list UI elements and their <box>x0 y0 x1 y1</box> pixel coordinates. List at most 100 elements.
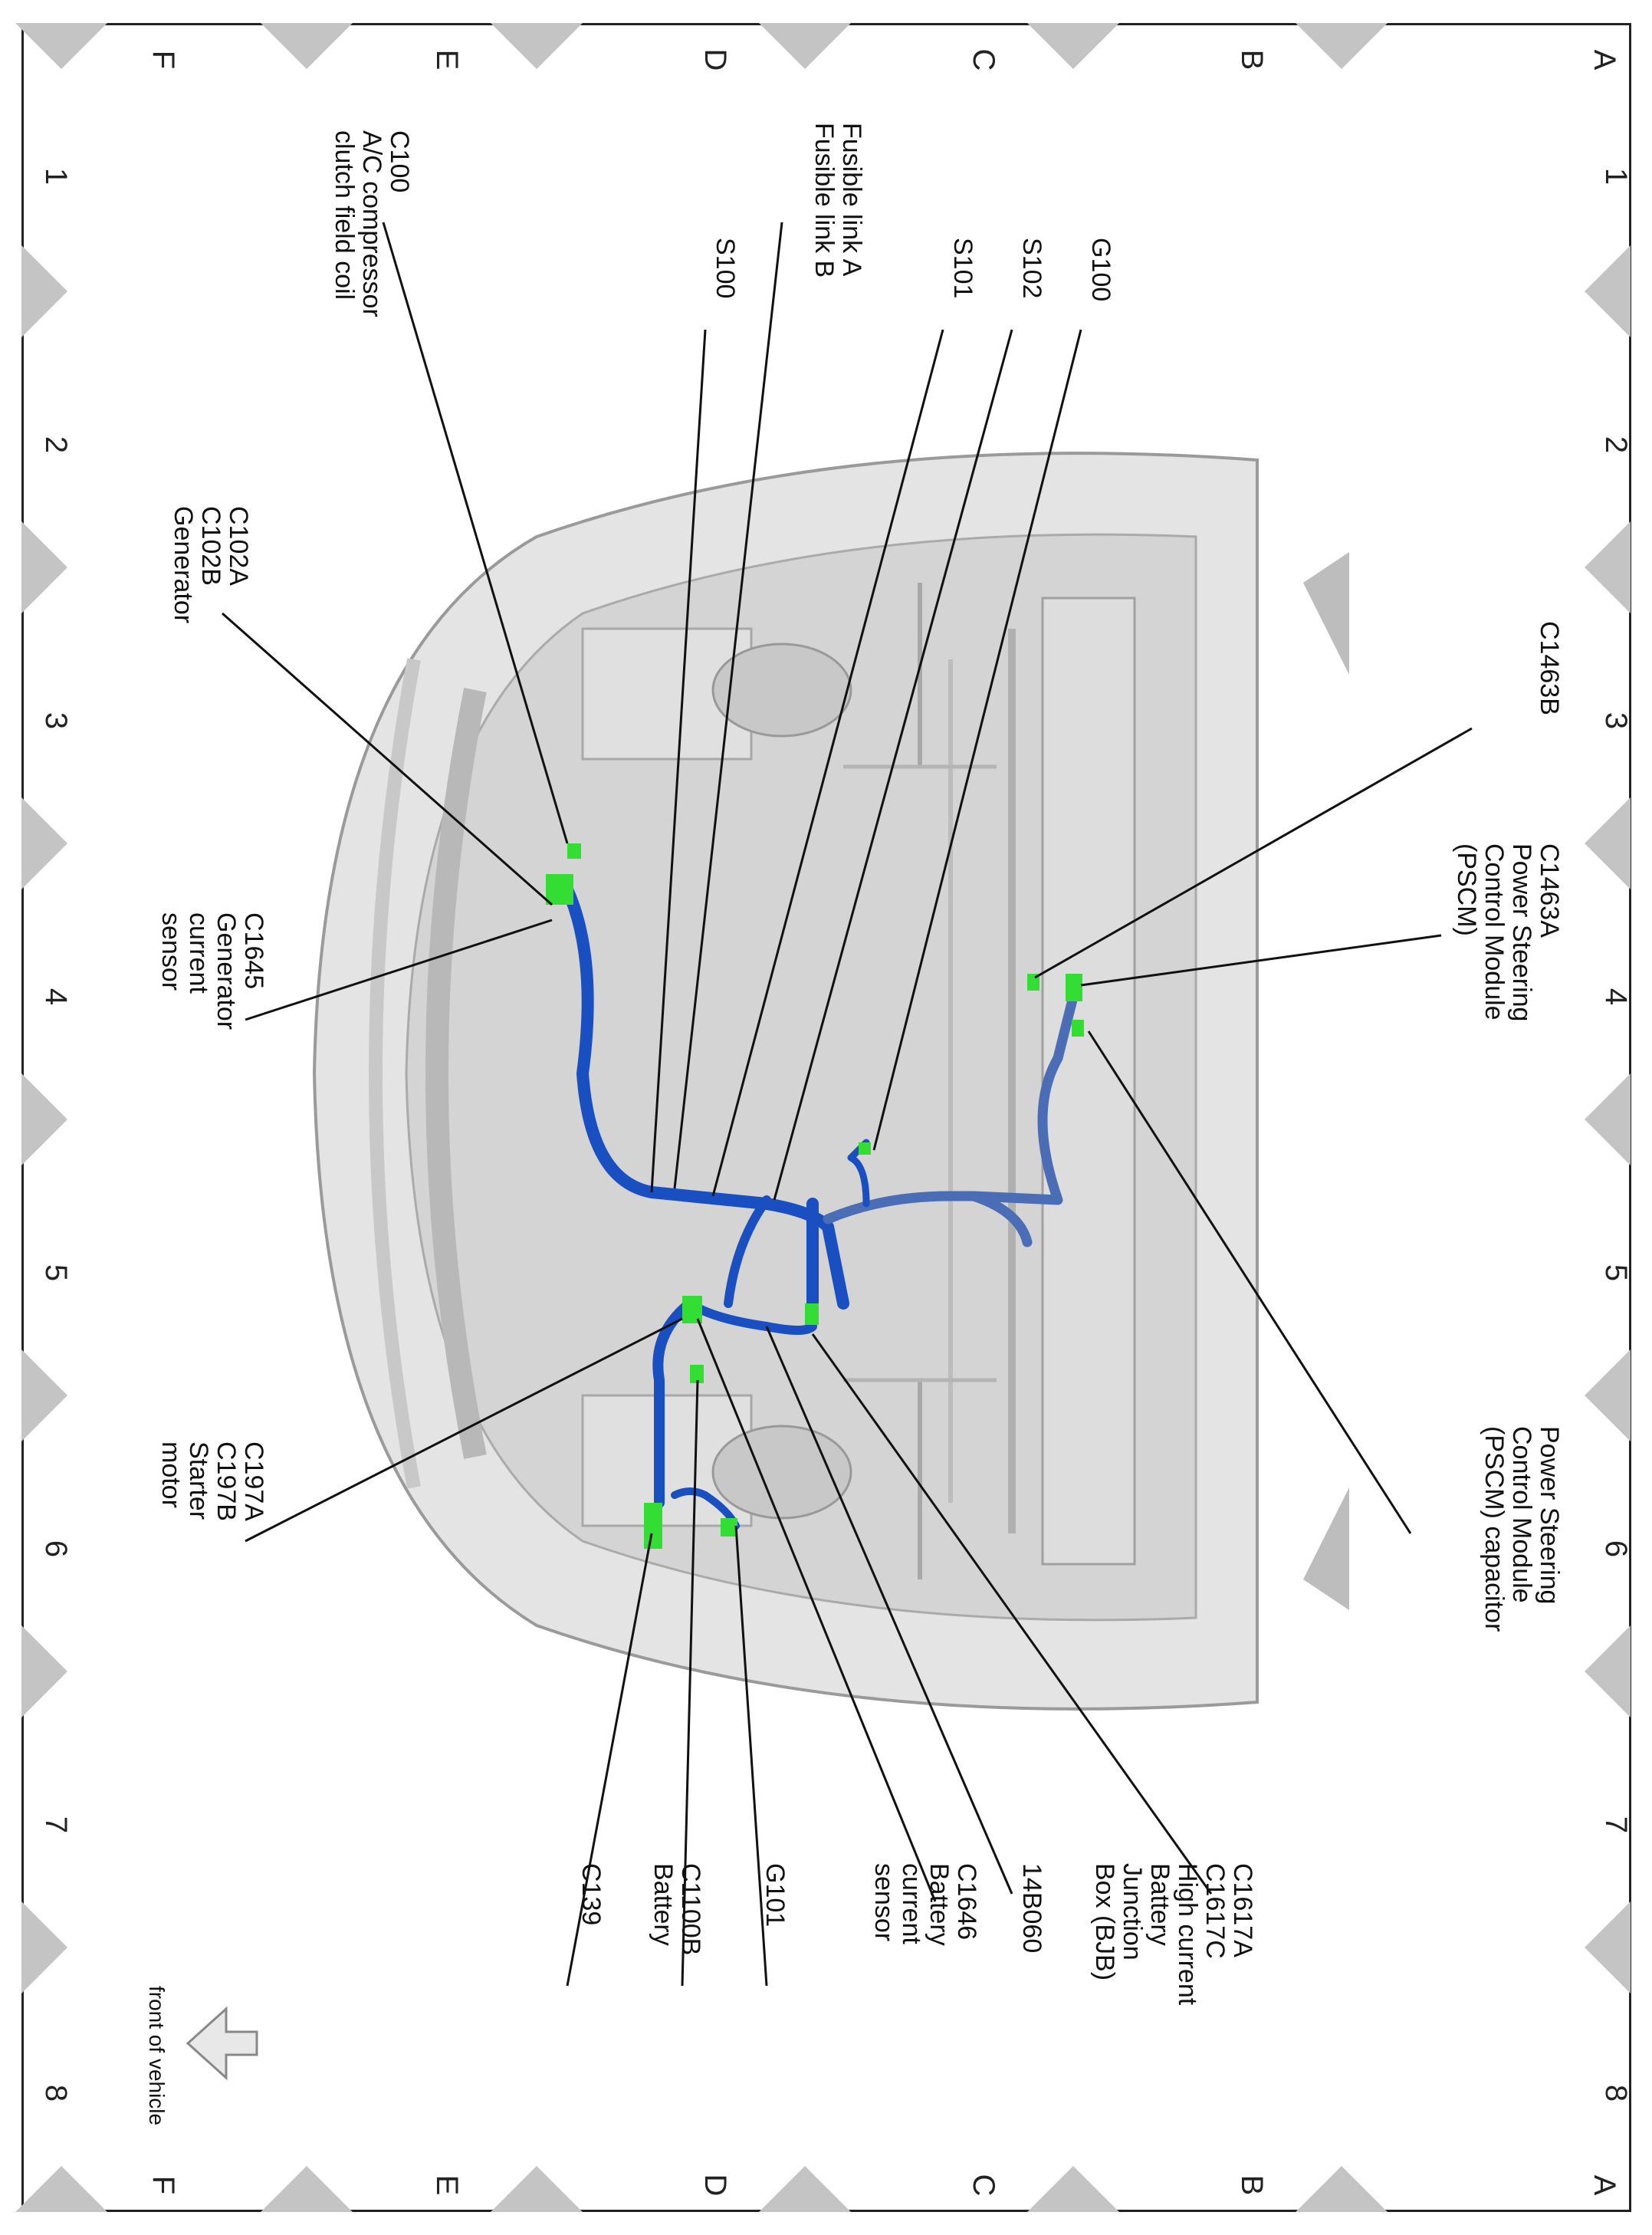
label-c100-line: A/C compressor <box>357 130 386 317</box>
label-c1646: C1646Batterycurrentsensor <box>869 1863 981 1946</box>
grid-marker-bottom <box>261 2166 353 2212</box>
grid-row-label: A <box>1588 2175 1621 2196</box>
label-fusible-link: Fusible link AFusible link B <box>810 123 866 278</box>
label-c100-line: clutch field coil <box>330 130 359 300</box>
label-s102: S102 <box>1017 238 1046 298</box>
label-c102-line: C102A <box>224 506 253 586</box>
label-c100-line: C100 <box>385 130 414 192</box>
label-c197-line: C197B <box>212 1441 241 1521</box>
label-c139-line: C139 <box>576 1863 606 1925</box>
grid-marker-right <box>1585 521 1631 613</box>
grid-marker-bottom <box>1296 2166 1388 2212</box>
wiring-harness <box>561 883 1079 1530</box>
label-c1617-line: Box (BJB) <box>1090 1863 1119 1980</box>
grid-row-label: D <box>698 2174 732 2197</box>
grid-marker-top <box>1027 23 1119 69</box>
grid-row-label: B <box>1235 50 1269 71</box>
label-c1646-line: C1646 <box>952 1863 981 1940</box>
label-s100: S100 <box>711 238 740 298</box>
grid-marker-top <box>491 23 583 69</box>
label-c1646-line: sensor <box>869 1863 898 1941</box>
label-c1646-line: Battery <box>925 1863 954 1946</box>
grid-column-label: 4 <box>39 988 73 1005</box>
label-s100-line: S100 <box>711 238 740 298</box>
label-14b060-line: 14B060 <box>1017 1863 1046 1953</box>
grid-marker-bottom <box>759 2166 851 2212</box>
label-c1463a-line: Control Module <box>1480 843 1509 1021</box>
grid-marker-top <box>261 23 353 69</box>
label-c197-line: Starter <box>184 1441 213 1520</box>
label-c1645-line: current <box>184 912 213 994</box>
grid-marker-right <box>1585 1073 1631 1165</box>
label-s102-line: S102 <box>1017 238 1046 298</box>
label-pscm-capacitor: Power SteeringControl Module(PSCM) capac… <box>1480 1426 1564 1632</box>
label-c1617-line: C1617A <box>1228 1863 1257 1957</box>
grid-column-label: 7 <box>39 1816 73 1833</box>
grid-column-label: 8 <box>1599 2085 1633 2102</box>
label-c1617-line: Junction <box>1118 1863 1147 1961</box>
label-c1617: C1617AC1617CHigh currentBatteryJunctionB… <box>1090 1863 1257 2006</box>
label-c1100b-line: Battery <box>649 1863 678 1946</box>
grid-row-label: B <box>1235 2175 1269 2196</box>
grid-row-label: C <box>967 49 1000 71</box>
label-c1645-line: C1645 <box>239 912 268 989</box>
label-g100: G100 <box>1086 238 1115 301</box>
grid-column-label: 7 <box>1599 1816 1633 1833</box>
label-pscm-capacitor-line: Power Steering <box>1535 1426 1564 1604</box>
label-fusible-link-line: Fusible link A <box>837 123 866 277</box>
label-c102: C102AC102BGenerator <box>169 506 253 623</box>
label-c1617-line: Battery <box>1145 1863 1174 1946</box>
label-c1100b-line: C1100B <box>676 1863 705 1955</box>
grid-column-label: 5 <box>1599 1264 1633 1281</box>
grid-row-label: D <box>698 49 732 71</box>
label-c1645-line: sensor <box>156 912 186 991</box>
label-c102-line: C102B <box>196 506 225 586</box>
grid-column-label: 3 <box>39 712 73 729</box>
label-c1463a-line: C1463A <box>1535 843 1564 938</box>
label-c1463b-line: C1463B <box>1535 621 1564 715</box>
grid-marker-left <box>21 1073 67 1165</box>
component-labels: C100A/C compressorclutch field coil Fusib… <box>156 123 1564 2006</box>
leader-lines <box>222 222 1473 1987</box>
grid-column-label: 8 <box>39 2085 73 2102</box>
grid-marker-right <box>1585 1349 1631 1441</box>
label-c1463a-line: (PSCM) <box>1452 843 1481 936</box>
grid-column-label: 1 <box>1599 168 1633 185</box>
label-14b060: 14B060 <box>1017 1863 1046 1953</box>
label-g101: G101 <box>760 1863 790 1927</box>
label-c1645: C1645Generatorcurrentsensor <box>156 912 268 1030</box>
label-c197-line: C197A <box>239 1441 268 1521</box>
grid-marker-left <box>21 1349 67 1441</box>
vehicle-body <box>312 452 1349 1711</box>
label-c139: C139 <box>576 1863 606 1925</box>
label-pscm-capacitor-line: Control Module <box>1507 1426 1536 1603</box>
label-c1463a: C1463APower SteeringControl Module(PSCM) <box>1452 843 1564 1021</box>
grid-marker-top <box>759 23 851 69</box>
grid-marker-left <box>21 1901 67 1993</box>
grid-column-label: 1 <box>39 168 73 185</box>
grid-marker-right <box>1585 245 1631 337</box>
grid-marker-top <box>1296 23 1388 69</box>
grid-marker-right <box>1585 797 1631 889</box>
grid-marker-left <box>21 521 67 613</box>
grid-marker-bottom <box>491 2166 583 2212</box>
grid-marker-bottom <box>1027 2166 1119 2212</box>
label-c1617-line: C1617C <box>1200 1863 1230 1959</box>
grid-row-label: F <box>146 51 180 69</box>
grid-row-label: A <box>1588 50 1621 71</box>
label-g100-line: G100 <box>1086 238 1115 301</box>
grid-marker-right <box>1585 1901 1631 1993</box>
grid-marker-top <box>15 23 107 69</box>
grid-marker-left <box>21 797 67 889</box>
label-c100: C100A/C compressorclutch field coil <box>330 130 414 317</box>
front-of-vehicle-label: front of vehicle <box>145 1986 169 2125</box>
label-c1646-line: current <box>897 1863 926 1944</box>
grid-row-label: F <box>146 2176 180 2194</box>
label-s101: S101 <box>948 238 977 298</box>
label-c1645-line: Generator <box>212 912 241 1030</box>
grid-column-label: 3 <box>1599 712 1633 729</box>
label-c1463b: C1463B <box>1535 621 1564 715</box>
label-pscm-capacitor-line: (PSCM) capacitor <box>1480 1426 1509 1632</box>
